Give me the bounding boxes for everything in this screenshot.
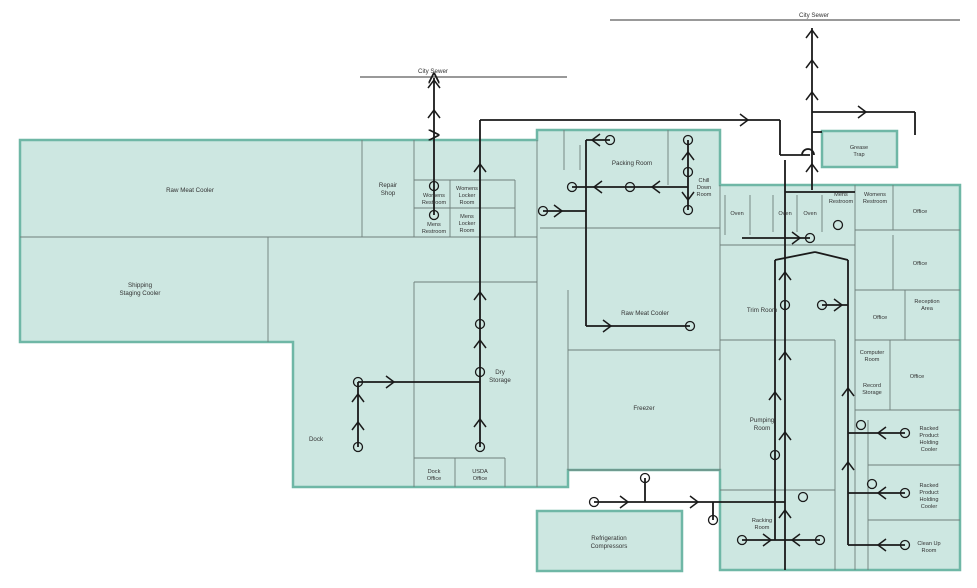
dry-storage-label-2: Storage (489, 377, 511, 384)
drain-nodes (352, 134, 911, 551)
freezer-label: Freezer (633, 405, 654, 412)
oven-label-1: Oven (730, 211, 743, 217)
mens-restroom-2-label-2: Restroom (829, 199, 854, 205)
office-label-2: Office (913, 261, 928, 267)
repair-shop-label-2: Shop (381, 190, 396, 197)
womens-restroom-2-label-1: Womens (864, 192, 886, 198)
racking-room-label-1: Racking (752, 518, 772, 524)
clean-up-label-1: Clean Up (917, 541, 940, 547)
usda-office-label-1: USDA (472, 469, 488, 475)
racked-2-label-1: Racked (920, 483, 939, 489)
chill-down-label-1: Chill (699, 178, 710, 184)
reception-label-1: Reception (914, 299, 939, 305)
racked-1-label-3: Holding (920, 440, 939, 446)
raw-meat-cooler-2-label: Raw Meat Cooler (621, 310, 669, 317)
grease-trap-label-1: Grease (850, 145, 868, 151)
reception-label-2: Area (921, 306, 934, 312)
city-sewer-left-label: City Sewer (418, 68, 448, 75)
raw-meat-cooler-label: Raw Meat Cooler (166, 187, 214, 194)
dock-office-label-1: Dock (428, 469, 441, 475)
office-label-3: Office (873, 315, 888, 321)
refrigeration-label-2: Compressors (591, 543, 628, 550)
racked-2-label-2: Product (919, 490, 939, 496)
womens-locker-label-3: Room (460, 200, 475, 206)
city-sewer-right-label: City Sewer (799, 12, 829, 19)
womens-locker-label-1: Womens (456, 186, 478, 192)
office-label-4: Office (910, 374, 925, 380)
chill-down-label-2: Down (697, 185, 711, 191)
flow-arrows (351, 28, 887, 552)
mens-restroom-2-label-1: Mens (834, 192, 848, 198)
refrigeration-label-1: Refrigeration (591, 535, 627, 542)
womens-restroom-2-label-2: Restroom (863, 199, 888, 205)
city-sewer-lines (360, 19, 960, 78)
office-label-1: Office (913, 209, 928, 215)
racking-room-label-2: Room (755, 525, 770, 531)
packing-room-label: Packing Room (612, 160, 652, 167)
trim-room-label: Trim Room (747, 307, 777, 314)
dry-storage-label-1: Dry (495, 369, 506, 376)
record-storage-label-2: Storage (862, 390, 882, 396)
labels: City Sewer City Sewer Raw Meat Cooler Sh… (120, 12, 941, 554)
dock-office-label-2: Office (427, 476, 442, 482)
building-footprint (18, 128, 962, 573)
racked-2-label-4: Cooler (921, 504, 938, 510)
mens-locker-label-3: Room (460, 228, 475, 234)
drain-pipes (357, 28, 916, 570)
oven-label-3: Oven (803, 211, 816, 217)
shipping-label-1: Shipping (128, 282, 153, 289)
usda-office-label-2: Office (473, 476, 488, 482)
chill-down-label-3: Room (697, 192, 712, 198)
repair-shop-label-1: Repair (379, 182, 397, 189)
racked-1-label-4: Cooler (921, 447, 938, 453)
dock-label: Dock (309, 436, 324, 443)
pumping-room-label-1: Pumping (750, 417, 775, 424)
computer-room-label-2: Room (865, 357, 880, 363)
grease-trap-label-2: Trap (853, 152, 864, 158)
shipping-label-2: Staging Cooler (120, 290, 161, 297)
mens-locker-label-2: Locker (459, 221, 476, 227)
mens-restroom-label-1: Mens (427, 222, 441, 228)
record-storage-label-1: Record (863, 383, 881, 389)
womens-restroom-label-1: Womens (423, 193, 445, 199)
womens-restroom-label-2: Restroom (422, 200, 447, 206)
mens-locker-label-1: Mens (460, 214, 474, 220)
oven-label-2: Oven (778, 211, 791, 217)
racked-1-label-1: Racked (920, 426, 939, 432)
racked-2-label-3: Holding (920, 497, 939, 503)
racked-1-label-2: Product (919, 433, 939, 439)
computer-room-label-1: Computer (860, 350, 885, 356)
clean-up-label-2: Room (922, 548, 937, 554)
mens-restroom-label-2: Restroom (422, 229, 447, 235)
grease-trap-box (820, 129, 899, 169)
pumping-room-label-2: Room (754, 425, 771, 432)
womens-locker-label-2: Locker (459, 193, 476, 199)
refrigeration-box (535, 509, 684, 573)
interior-walls (20, 130, 960, 570)
